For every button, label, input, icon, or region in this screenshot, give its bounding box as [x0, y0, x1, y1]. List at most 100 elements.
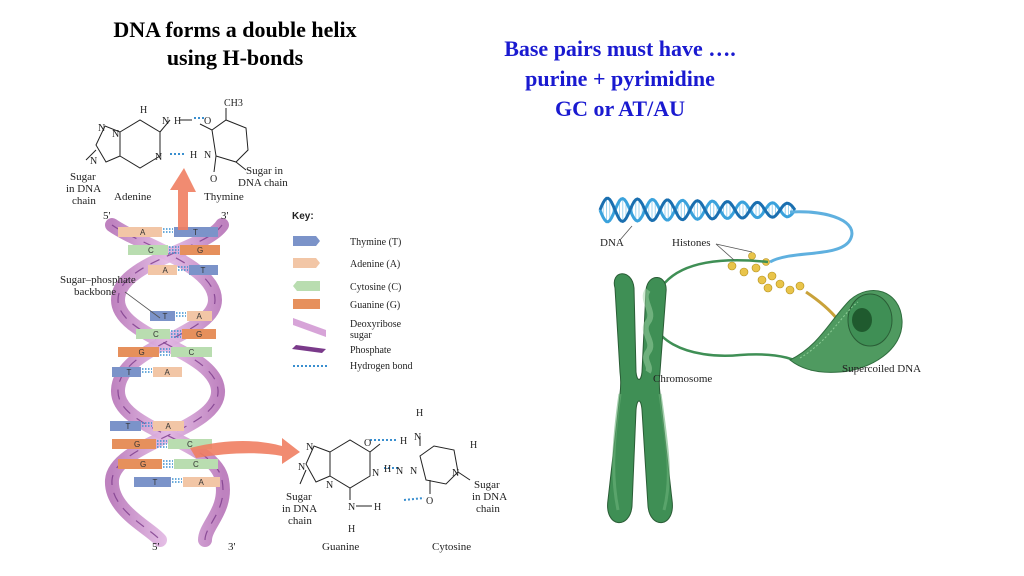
base-left-label: A [163, 266, 169, 275]
at-sugar-left-3: chain [72, 195, 96, 207]
svg-text:O: O [426, 496, 433, 507]
key-item-sugar-1: Deoxyribose [350, 319, 402, 330]
base-left-label: T [126, 422, 131, 431]
phosphate-swatch [292, 345, 326, 353]
base-right-bar [171, 347, 212, 357]
gc-sugar-left-2: in DNA [282, 503, 317, 515]
guanine-cytosine-structure [299, 436, 471, 507]
base-left-label: C [148, 246, 154, 255]
right-title-line-3: GC or AT/AU [555, 96, 685, 121]
base-left-bar [134, 477, 171, 487]
svg-text:H: H [470, 440, 477, 451]
svg-text:N: N [162, 116, 169, 127]
svg-text:H: H [140, 105, 147, 116]
base-left-label: G [139, 348, 145, 357]
svg-text:N: N [396, 466, 403, 477]
svg-text:H: H [400, 436, 407, 447]
left-title-line-2: using H-bonds [166, 45, 304, 70]
guanine-cytosine-atoms: H N H H N O N N H N H H O N N N N Sugar … [282, 408, 507, 553]
base-left-label: G [134, 440, 140, 449]
histones-label: Histones [672, 237, 711, 249]
base-right-label: A [165, 368, 171, 377]
base-left-label: T [163, 312, 168, 321]
at-sugar-left-2: in DNA [66, 183, 101, 195]
base-right-bar [183, 477, 220, 487]
dna-label: DNA [600, 237, 624, 249]
base-left-label: T [127, 368, 132, 377]
svg-text:N: N [204, 150, 211, 161]
svg-text:O: O [204, 116, 211, 127]
supercoiled-label: Supercoiled DNA [842, 363, 921, 375]
base-left-bar [148, 265, 177, 275]
svg-text:N: N [98, 123, 105, 134]
base-left-bar [112, 439, 156, 449]
at-sugar-right-2: DNA chain [238, 177, 288, 189]
base-right-bar [187, 311, 212, 321]
dna-strand [598, 196, 797, 224]
dna-helix-blue [598, 196, 797, 224]
cytosine-label: Cytosine [432, 541, 471, 553]
base-right-bar [174, 227, 218, 237]
svg-text:O: O [364, 438, 371, 449]
adenine-label: Adenine [114, 191, 151, 203]
svg-text:N: N [298, 462, 305, 473]
end-3-bottom: 3' [228, 541, 236, 553]
chromosome-label: Chromosome [653, 373, 712, 385]
base-right-label: T [193, 228, 198, 237]
thymine-label: Thymine [204, 191, 244, 203]
at-sugar-left-1: Sugar [70, 171, 96, 183]
key-item-phosphate: Phosphate [350, 345, 392, 356]
svg-text:N: N [452, 468, 459, 479]
svg-text:H: H [348, 524, 355, 535]
guanine-label: Guanine [322, 541, 359, 553]
key-item-cytosine: Cytosine (C) [350, 282, 401, 293]
base-left-bar [112, 367, 141, 377]
base-right-label: A [199, 478, 205, 487]
svg-text:N: N [414, 432, 421, 443]
svg-text:N: N [155, 152, 162, 163]
base-left-bar [110, 421, 141, 431]
key-item-sugar-2: sugar [350, 330, 372, 341]
svg-text:N: N [372, 468, 379, 479]
backbone-leader-line [124, 291, 161, 319]
arrow-up-icon [170, 168, 196, 230]
base-right-bar [182, 329, 216, 339]
left-title: DNA forms a double helix using H-bonds [60, 16, 410, 72]
guanine-swatch [293, 299, 320, 309]
key-heading: Key: [292, 211, 314, 222]
base-right-bar [189, 265, 218, 275]
backbone-label-2: backbone [74, 286, 116, 298]
dna-tail [769, 210, 854, 264]
svg-text:N: N [348, 502, 355, 513]
svg-text:N: N [90, 156, 97, 167]
key-item-hbond: Hydrogen bond [350, 361, 413, 372]
svg-text:N: N [306, 442, 313, 453]
right-title-line-1: Base pairs must have …. [504, 36, 736, 61]
base-right-label: G [197, 246, 203, 255]
base-right-label: A [166, 422, 172, 431]
key-item-adenine: Adenine (A) [350, 259, 400, 270]
base-right-bar [174, 459, 218, 469]
chromatin-fiber [651, 259, 813, 371]
svg-text:N: N [112, 129, 119, 140]
chromosome-body [607, 273, 673, 524]
at-sugar-right-1: Sugar in [246, 165, 283, 177]
svg-text:H: H [374, 502, 381, 513]
legend-key: Key: Thymine (T) Adenine (A) Cytosine (C… [292, 211, 413, 372]
gc-sugar-left-1: Sugar [286, 491, 312, 503]
gc-sugar-right-3: chain [476, 503, 500, 515]
base-right-label: G [196, 330, 202, 339]
end-5-bottom: 5' [152, 541, 160, 553]
base-right-label: A [197, 312, 203, 321]
arrow-right-icon [190, 438, 300, 464]
chromosome-figure: DNA Histones Chromosome Supercoiled DNA [598, 196, 921, 524]
base-right-label: C [193, 460, 199, 469]
